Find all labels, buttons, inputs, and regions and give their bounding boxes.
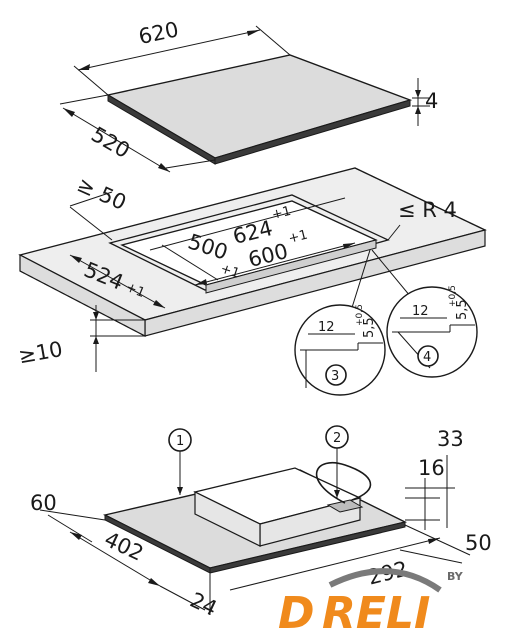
logo-text: RELI — [322, 588, 430, 639]
callout-2-number: 2 — [333, 431, 341, 446]
logo-by: BY — [447, 570, 464, 583]
detail4-number: 4 — [423, 350, 431, 365]
dim-16-label: 16 — [418, 456, 445, 480]
hob-plate-edge-left — [107, 94, 216, 165]
power-cable — [315, 461, 372, 504]
dim-24-label: 24 — [186, 588, 220, 621]
hob-top-view: 620 520 4 — [59, 17, 438, 173]
dim-520-label: 520 — [87, 122, 134, 163]
dim-cut-width-tol: +1 — [218, 261, 241, 281]
dim-min-thickness-label: ≥10 — [17, 337, 65, 368]
dim-line-620 — [77, 29, 261, 71]
dim-620-label: 620 — [136, 17, 180, 49]
detail4-badge — [417, 345, 439, 367]
detail3-tol: +0,5 — [355, 304, 365, 326]
dim-depth-tol: +1 — [124, 280, 147, 301]
detail3-number: 3 — [331, 369, 339, 384]
detail4-width: 12 — [412, 304, 429, 319]
dim-line-520 — [62, 107, 171, 173]
dim-radius-label: ≤ R 4 — [398, 198, 457, 222]
dim-cut-width2-tol: +1 — [287, 228, 309, 247]
dim-60-label: 60 — [30, 491, 57, 515]
detail4-height: 5,5 — [455, 299, 470, 320]
dim-50-label: 50 — [465, 531, 492, 555]
logo-letter-d: D — [278, 588, 315, 639]
dim-33-label: 33 — [437, 427, 464, 451]
dim-4-label: 4 — [425, 89, 438, 113]
dim-rebate-width-tol: +1 — [270, 204, 292, 223]
detail-3: 12 5,5 +0,5 3 — [294, 304, 386, 396]
detail3-width: 12 — [318, 320, 335, 335]
countertop-cutout-view: ≥ 50 ≤ R 4 524 +1 500 +1 600 +1 624 +1 ≥… — [17, 167, 487, 372]
detail3-height: 5,5 — [362, 317, 377, 338]
detail3-badge — [325, 364, 347, 386]
dreli-logo: BY D RELI — [278, 568, 464, 639]
logo-arc — [328, 568, 442, 593]
hob-plate — [106, 54, 413, 159]
cutout-inner-wall — [205, 239, 377, 294]
detail4-tol: +0,5 — [448, 285, 458, 307]
dim-min-edge-label: ≥ 50 — [73, 172, 129, 215]
detail-4: 12 5,5 +0,5 4 — [386, 285, 478, 378]
callout-1-number: 1 — [176, 434, 184, 449]
housing-side — [194, 491, 261, 547]
hob-bottom-view: 1 2 60 402 24 292 50 16 — [30, 425, 492, 621]
